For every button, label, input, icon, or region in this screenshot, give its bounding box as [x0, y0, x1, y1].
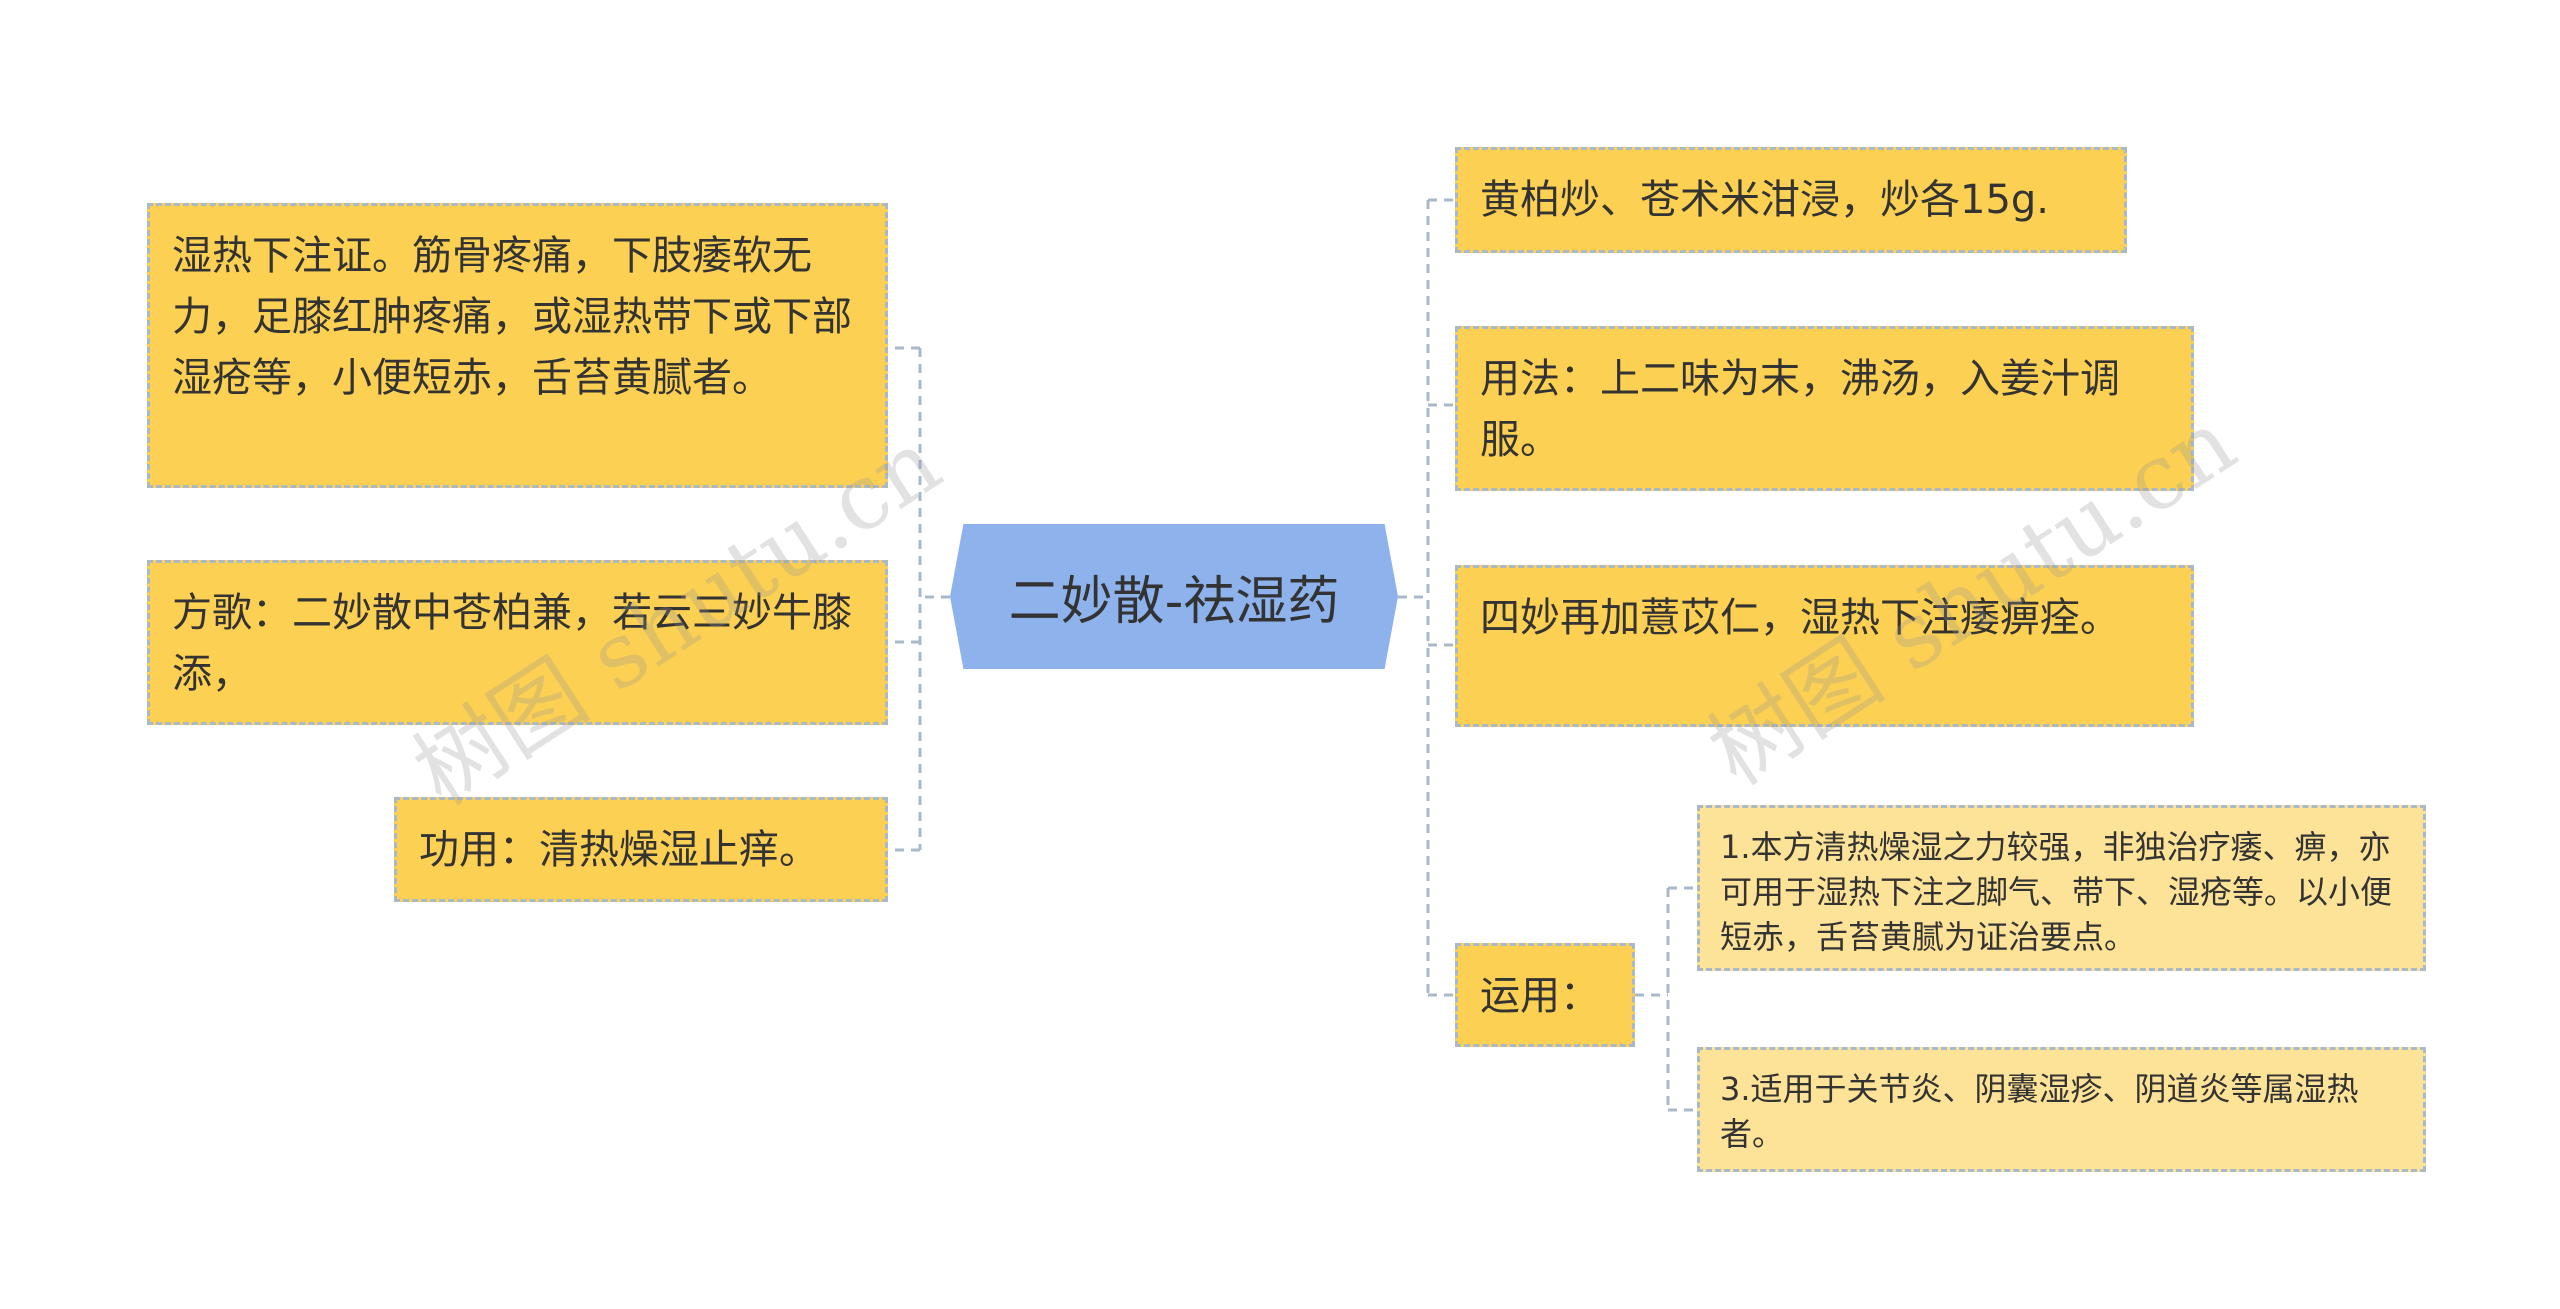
application-point-3-text: 3.适用于关节炎、阴囊湿疹、阴道炎等属湿热者。 [1720, 1070, 2359, 1153]
right-node-ingredients-text: 黄柏炒、苍术米泔浸，炒各15g. [1480, 177, 2050, 223]
right-node-application-text: 运用： [1480, 973, 1600, 1019]
right-node-ingredients[interactable]: 黄柏炒、苍术米泔浸，炒各15g. [1455, 147, 2127, 253]
application-point-1[interactable]: 1.本方清热燥湿之力较强，非独治疗痿、痹，亦可用于湿热下注之脚气、带下、湿疮等。… [1697, 805, 2426, 971]
left-node-function-text: 功用：清热燥湿止痒。 [419, 827, 819, 873]
right-node-application[interactable]: 运用： [1455, 943, 1635, 1047]
right-node-usage-text: 用法：上二味为末，沸汤，入姜汁调服。 [1480, 356, 2120, 463]
left-node-formula-verse-text: 方歌：二妙散中苍柏兼，若云三妙牛膝添， [172, 590, 852, 697]
right-node-usage[interactable]: 用法：上二味为末，沸汤，入姜汁调服。 [1455, 326, 2194, 491]
left-node-formula-verse[interactable]: 方歌：二妙散中苍柏兼，若云三妙牛膝添， [147, 560, 888, 725]
central-topic-label: 二妙散-祛湿药 [1008, 572, 1340, 632]
left-node-indications-text: 湿热下注证。筋骨疼痛，下肢痿软无力，足膝红肿疼痛，或湿热带下或下部湿疮等，小便短… [172, 233, 852, 401]
application-point-3[interactable]: 3.适用于关节炎、阴囊湿疹、阴道炎等属湿热者。 [1697, 1047, 2426, 1172]
central-topic[interactable]: 二妙散-祛湿药 [950, 524, 1398, 669]
left-node-function[interactable]: 功用：清热燥湿止痒。 [394, 797, 888, 902]
left-node-indications[interactable]: 湿热下注证。筋骨疼痛，下肢痿软无力，足膝红肿疼痛，或湿热带下或下部湿疮等，小便短… [147, 203, 888, 488]
right-node-simiao-variant[interactable]: 四妙再加薏苡仁，湿热下注痿痹痊。 [1455, 565, 2194, 727]
application-point-1-text: 1.本方清热燥湿之力较强，非独治疗痿、痹，亦可用于湿热下注之脚气、带下、湿疮等。… [1720, 828, 2393, 956]
right-node-simiao-variant-text: 四妙再加薏苡仁，湿热下注痿痹痊。 [1480, 595, 2120, 641]
